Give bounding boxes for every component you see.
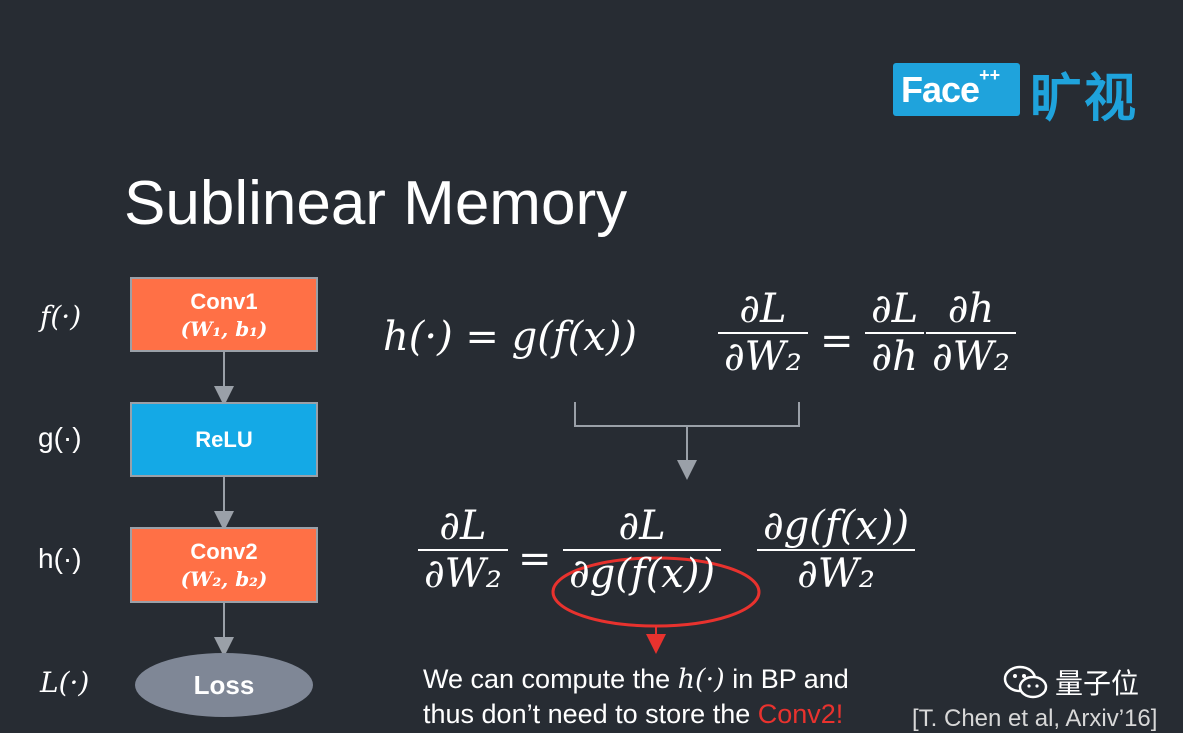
node-loss: Loss — [135, 653, 313, 717]
fraction-bar — [718, 332, 808, 334]
logo-chinese-text: 旷视 — [1030, 69, 1139, 129]
eq1-frac2-den: ∂h — [871, 334, 918, 380]
conv1-label: Conv1 — [190, 288, 258, 314]
conv2-params: (W₂, b₂) — [180, 567, 268, 591]
eq1-lhs: h(·) = g(f(x)) — [383, 314, 638, 360]
eq1-frac1: ∂L ∂W₂ — [718, 286, 808, 380]
conv1-params: (W₁, b₁) — [180, 316, 268, 341]
eq1-frac3: ∂h ∂W₂ — [926, 286, 1016, 380]
slide-title: Sublinear Memory — [124, 169, 628, 238]
eq1-frac3-num: ∂h — [947, 286, 995, 332]
logo-brand-text: Face — [901, 68, 980, 110]
fraction-bar — [865, 332, 925, 334]
node-relu: ReLU — [130, 402, 318, 477]
eq2-frac2-num: ∂L — [618, 503, 666, 549]
eq1-frac2: ∂L ∂h — [865, 286, 925, 380]
fraction-bar — [757, 549, 916, 551]
eq2-frac1-den: ∂W₂ — [424, 551, 502, 597]
eq1-frac1-den: ∂W₂ — [724, 334, 802, 380]
label-h: h(·) — [38, 543, 82, 574]
eq2-frac2-den: ∂g(f(x)) — [569, 551, 716, 597]
label-f: f(·) — [40, 300, 82, 333]
relu-label: ReLU — [195, 426, 253, 452]
note-line1-math: h(·) — [677, 664, 725, 695]
label-g: g(·) — [38, 422, 82, 453]
eq2-equals: = — [518, 536, 552, 582]
conv2-label: Conv2 — [190, 539, 258, 564]
fraction-bar — [563, 549, 722, 551]
explanation-note: We can compute the h(·) in BP and thus d… — [423, 662, 849, 732]
note-line-2: thus don’t need to store the Conv2! — [423, 697, 849, 732]
note-line2-red: Conv2! — [757, 699, 844, 729]
eq2-frac1: ∂L ∂W₂ — [418, 503, 508, 597]
citation: [T. Chen et al, Arxiv’16] — [912, 705, 1158, 732]
eq2-frac1-num: ∂L — [439, 503, 487, 549]
bracket — [574, 402, 800, 427]
eq2-frac3: ∂g(f(x)) ∂W₂ — [757, 503, 916, 597]
fraction-bar — [926, 332, 1016, 334]
eq2-frac3-num: ∂g(f(x)) — [763, 503, 910, 549]
eq2-frac2: ∂L ∂g(f(x)) — [563, 503, 722, 597]
watermark-text: 量子位 — [1055, 667, 1140, 700]
brand-logo: Face++ — [893, 63, 1020, 116]
note-line2-pre: thus don’t need to store the — [423, 699, 758, 729]
watermark: 量子位 — [1003, 662, 1139, 702]
label-L: L(·) — [40, 666, 90, 699]
note-line1-post: in BP and — [724, 664, 849, 694]
eq1-frac1-num: ∂L — [739, 286, 787, 332]
eq2-frac3-den: ∂W₂ — [797, 551, 875, 597]
note-line1-pre: We can compute the — [423, 664, 678, 694]
eq1-equals: = — [820, 318, 854, 364]
fraction-bar — [418, 549, 508, 551]
node-conv2: Conv2 (W₂, b₂) — [130, 527, 318, 603]
eq1-frac2-num: ∂L — [871, 286, 919, 332]
node-conv1: Conv1 (W₁, b₁) — [130, 277, 318, 352]
wechat-icon — [1003, 665, 1048, 699]
logo-sup-text: ++ — [979, 65, 1001, 85]
note-line-1: We can compute the h(·) in BP and — [423, 662, 849, 697]
eq1-frac3-den: ∂W₂ — [932, 334, 1010, 380]
